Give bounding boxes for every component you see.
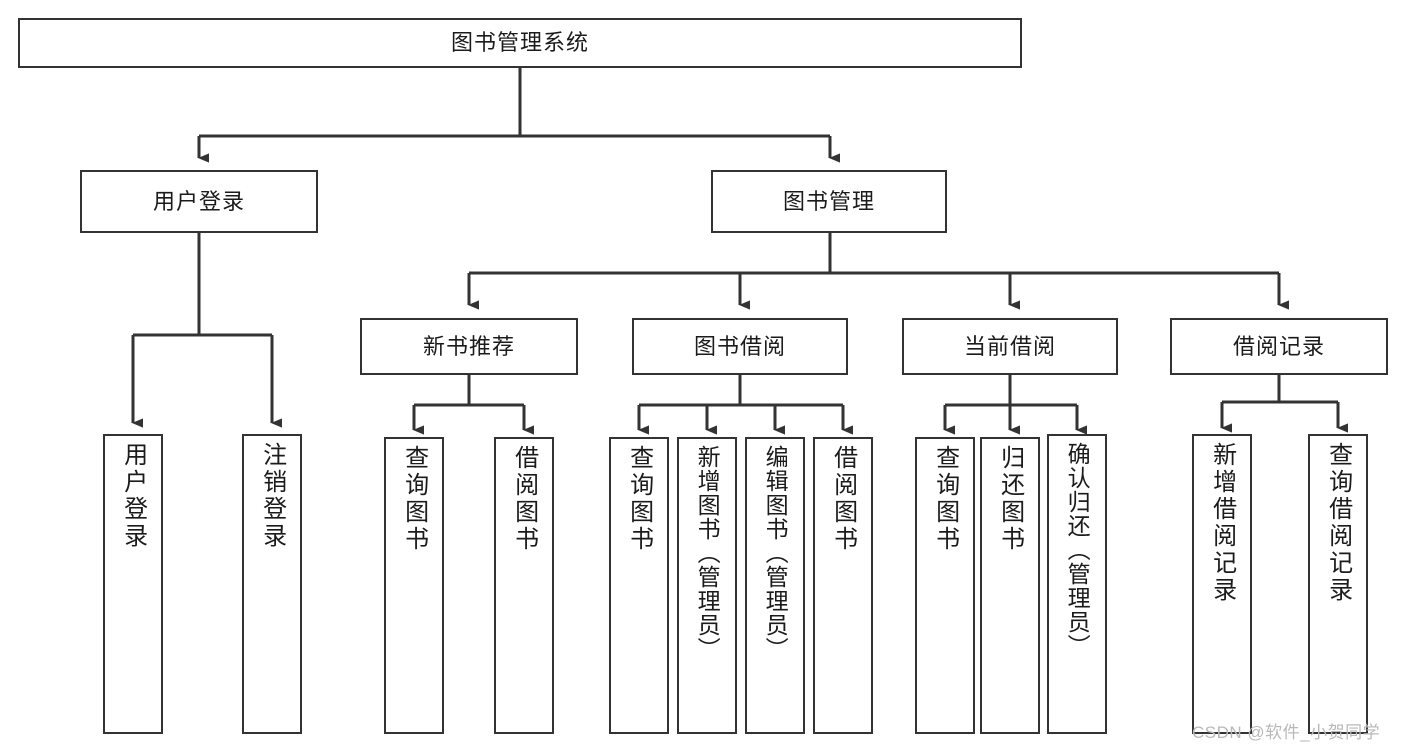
node-label: 图书管理系统: [450, 30, 589, 56]
node-root-system[interactable]: 图书管理系统: [18, 18, 1022, 68]
leaf-record-add-record[interactable]: 新增借阅记录: [1192, 434, 1252, 734]
leaf-borrow-query-book[interactable]: 查询图书: [609, 437, 669, 734]
node-label: 图书管理: [782, 188, 875, 214]
node-book-borrow[interactable]: 图书借阅: [632, 318, 848, 375]
node-label: 借阅图书: [510, 445, 538, 553]
node-label: 图书借阅: [693, 333, 786, 359]
leaf-user-login-signin[interactable]: 用户登录: [103, 434, 163, 734]
node-label: 当前借阅: [963, 333, 1056, 359]
node-label: 查询借阅记录: [1324, 442, 1352, 604]
node-label: 用户登录: [152, 188, 245, 214]
node-book-management[interactable]: 图书管理: [711, 170, 947, 233]
leaf-borrow-add-book-admin[interactable]: 新增图书（管理员）: [677, 437, 737, 734]
node-label: 新书推荐: [422, 333, 515, 359]
node-user-login[interactable]: 用户登录: [80, 170, 318, 233]
csdn-watermark: CSDN @软件_小贺同学: [1192, 723, 1381, 742]
node-label: 编辑图书（管理员）: [762, 445, 789, 661]
node-label: 新增借阅记录: [1208, 442, 1236, 604]
leaf-user-login-signout[interactable]: 注销登录: [242, 434, 302, 734]
node-label: 确认归还（管理员）: [1064, 442, 1091, 658]
node-borrow-record[interactable]: 借阅记录: [1170, 318, 1388, 375]
node-label: 注销登录: [258, 442, 286, 550]
node-label: 借阅记录: [1232, 333, 1325, 359]
leaf-record-query-record[interactable]: 查询借阅记录: [1308, 434, 1368, 734]
node-current-borrow[interactable]: 当前借阅: [902, 318, 1118, 375]
node-label: 查询图书: [400, 445, 428, 553]
leaf-current-confirm-return-admin[interactable]: 确认归还（管理员）: [1047, 434, 1107, 734]
leaf-borrow-edit-book-admin[interactable]: 编辑图书（管理员）: [745, 437, 805, 734]
node-label: 用户登录: [119, 442, 147, 550]
node-label: 归还图书: [996, 445, 1024, 553]
leaf-current-query-book[interactable]: 查询图书: [915, 437, 975, 734]
leaf-current-return-book[interactable]: 归还图书: [980, 437, 1040, 734]
node-label: 查询图书: [625, 445, 653, 553]
node-new-book-recommend[interactable]: 新书推荐: [360, 318, 578, 375]
node-label: 借阅图书: [829, 445, 857, 553]
leaf-recommend-borrow-book[interactable]: 借阅图书: [494, 437, 554, 734]
node-label: 新增图书（管理员）: [694, 445, 721, 661]
leaf-recommend-query-book[interactable]: 查询图书: [384, 437, 444, 734]
node-label: 查询图书: [931, 445, 959, 553]
leaf-borrow-borrow-book[interactable]: 借阅图书: [813, 437, 873, 734]
